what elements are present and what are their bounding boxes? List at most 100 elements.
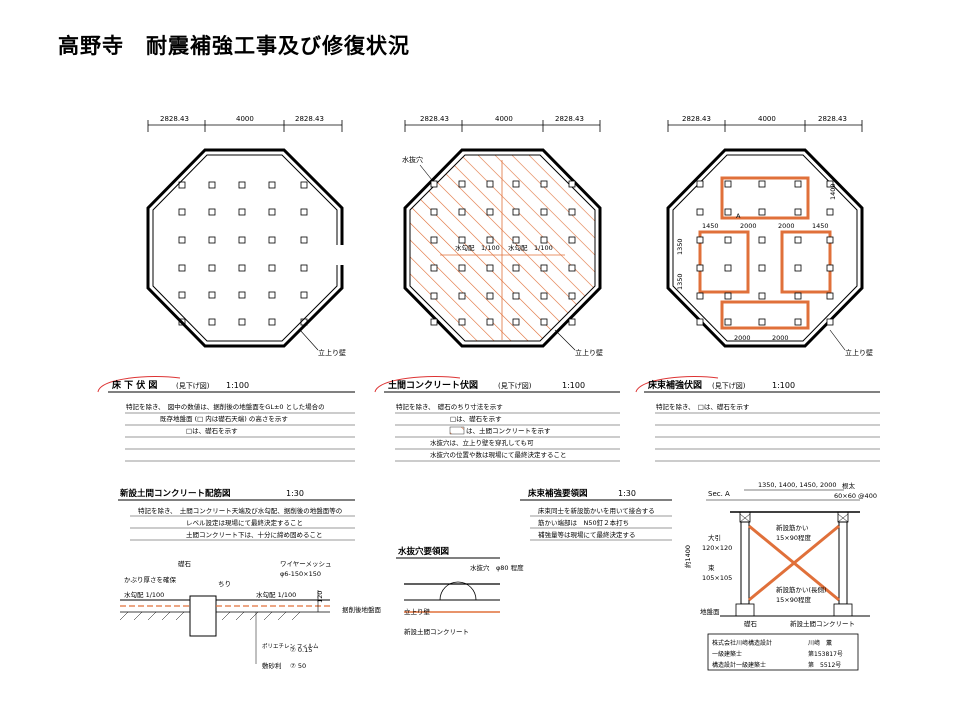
plan3-scale: 1:100	[772, 381, 795, 390]
reinf-note-3: 補強量等は現場にて最終決定する	[538, 530, 636, 539]
foundation-stone	[486, 318, 494, 326]
foundation-stone	[826, 292, 834, 300]
foundation-stone	[208, 264, 216, 272]
stamp-r1: 一級建築士	[712, 650, 742, 658]
rebar-detail: 新設土間コンクリート配筋図 1:30 特記を除き、 土間コンクリート天端及び水勾…	[118, 488, 382, 670]
wall-label: 立上り壁	[575, 348, 603, 357]
plan-concrete: 2828.43 4000 2828.43 水勾配 1/100 水勾配 1/100…	[402, 115, 603, 357]
reinf-heading: 床束補強要領図	[528, 488, 588, 499]
plan2-note-3: は、土間コンクリートを示す	[466, 426, 551, 435]
rebar-note-3: 土間コンクリート下は、十分に締め固めること	[186, 530, 323, 539]
foundation-stone	[178, 291, 186, 299]
foundation-stone	[696, 292, 704, 300]
plan2-caption: 土間コンクリート伏図 (見下げ図) 1:100 特記を除き、 礎石のちり寸法を示…	[374, 376, 620, 462]
rebar-note-2: レベル設定は現場にて最終決定すること	[186, 518, 303, 527]
dim-right: 2828.43	[555, 115, 584, 123]
foundation-stone	[486, 264, 494, 272]
foundation-stone	[208, 208, 216, 216]
plan2-note-4: 水抜穴は、立上り壁を穿孔しても可	[430, 438, 534, 447]
foundation-stone	[512, 180, 520, 188]
foundation-stone	[458, 180, 466, 188]
foundation-stone	[178, 208, 186, 216]
sec-brace: 新設筋かい	[776, 523, 809, 532]
dim-mid: 4000	[495, 115, 513, 123]
label-ground: 据削後地盤面	[342, 605, 382, 614]
reinf-note-1: 床束同士を新設筋かいを用いて接合する	[538, 506, 655, 515]
foundation-stone	[540, 292, 548, 300]
foundation-stone	[758, 292, 766, 300]
label-poly: ポリエチレン フィルム	[262, 643, 319, 650]
stamp-name: 川﨑 薫	[808, 639, 832, 647]
foundation-stone	[724, 264, 732, 272]
foundation-stone	[238, 318, 246, 326]
foundation-stone	[208, 291, 216, 299]
foundation-stone	[268, 208, 276, 216]
foundation-stone	[794, 180, 802, 188]
foundation-stone	[458, 292, 466, 300]
foundation-stone	[794, 292, 802, 300]
page-title: 高野寺 耐震補強工事及び修復状況	[58, 34, 410, 58]
foundation-stone	[458, 318, 466, 326]
sec-obiki: 大引	[708, 533, 721, 542]
foundation-stone	[178, 236, 186, 244]
wall-label: 立上り壁	[845, 348, 873, 357]
plan1-note-1: 特記を除き、 図中の数値は、据削後の地盤面をGL±0 とした場合の	[126, 402, 325, 411]
foundation-stone	[238, 208, 246, 216]
dim-mid: 4000	[236, 115, 254, 123]
foundation-stone	[300, 236, 308, 244]
stamp-r1n: 第153817号	[808, 650, 843, 658]
slope-right: 水勾配 1/100	[508, 243, 553, 252]
foundation-stone	[794, 236, 802, 244]
dim-right: 2828.43	[818, 115, 847, 123]
label-stone: 礎石	[178, 559, 192, 568]
label-thick: 120	[316, 591, 324, 603]
label-mesh-spec: φ6-150×150	[280, 570, 321, 578]
foundation-stone	[794, 318, 802, 326]
label-cover: かぶり厚さを確保	[124, 575, 177, 584]
label-slope1: 水勾配 1/100	[124, 590, 164, 599]
foundation-stone	[724, 292, 732, 300]
plan2-note-5: 水抜穴の位置や数は現場にて最終決定すること	[430, 450, 567, 459]
foundation-stone	[430, 264, 438, 272]
rebar-note-1: 特記を除き、 土間コンクリート天端及び水勾配、据削後の地盤面等の	[138, 506, 342, 515]
hole-label: 水抜穴 φ80 程度	[470, 563, 524, 572]
foundation-stone	[696, 264, 704, 272]
plan3-note-1: 特記を除き、 □は、礎石を示す	[656, 402, 750, 411]
foundation-stone	[568, 264, 576, 272]
reinf-notes: 床束補強要領図 1:30 床束同士を新設筋かいを用いて接合する 筋かい端部は N…	[520, 488, 672, 541]
dim-v-1: 1400	[829, 183, 837, 200]
foundation-stone	[540, 180, 548, 188]
sec-tsuka: 束	[708, 564, 715, 572]
section-mark: A	[736, 212, 741, 220]
rebar-scale: 1:30	[286, 489, 304, 498]
foundation-stone	[568, 236, 576, 244]
foundation-stone	[238, 236, 246, 244]
dim-mid: 4000	[758, 115, 776, 123]
foundation-stone	[540, 208, 548, 216]
foundation-stone	[512, 236, 520, 244]
foundation-stone	[208, 318, 216, 326]
brace-frames	[698, 176, 832, 330]
plan1-sub: (見下げ図)	[176, 381, 210, 390]
plan3-sub: (見下げ図)	[712, 381, 746, 390]
sec-top-dims: 1350, 1400, 1450, 2000	[758, 481, 837, 489]
reinf-note-2: 筋かい端部は N50釘２本打ち	[538, 518, 629, 527]
foundation-stone	[724, 236, 732, 244]
foundation-stone	[300, 208, 308, 216]
stamp-r2n: 第 5512号	[808, 661, 841, 669]
plan-reinforcement: 2828.43 4000 2828.43 1450 2000 2000 1450…	[666, 115, 873, 357]
foundation-stone	[458, 208, 466, 216]
sec-height: 約1400	[683, 545, 692, 568]
foundation-stone	[568, 318, 576, 326]
dim-v-2: 1350	[676, 238, 684, 255]
plan2-note-2: □は、礎石を示す	[450, 414, 502, 423]
sec-brace2: 新設筋かい(長側)	[776, 585, 827, 594]
foundation-stone	[300, 291, 308, 299]
foundation-stone	[238, 291, 246, 299]
section-a: Sec. A 1350, 1400, 1450, 2000 根太 60×60 @…	[683, 481, 877, 628]
label-mesh: ワイヤーメッシュ	[280, 560, 332, 568]
hole-label: 水抜穴	[402, 155, 423, 164]
dim-h-2: 2000	[740, 222, 757, 230]
foundation-stone	[758, 236, 766, 244]
foundation-stone	[238, 264, 246, 272]
